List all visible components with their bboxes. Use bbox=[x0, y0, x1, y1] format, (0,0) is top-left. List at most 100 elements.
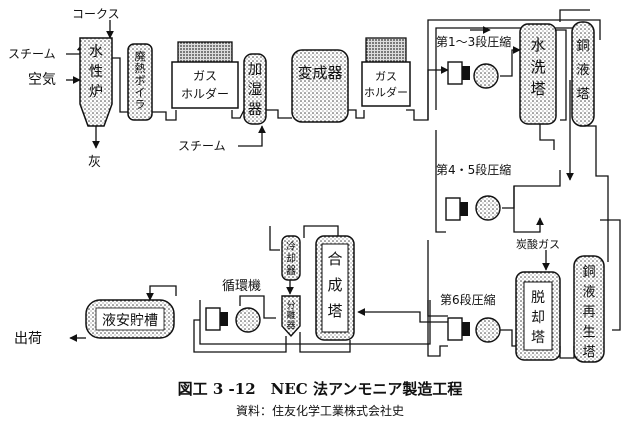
flow-holder-compressor bbox=[406, 66, 449, 121]
separator-to-circulator bbox=[239, 295, 276, 319]
furnace-char-3: 炉 bbox=[89, 84, 103, 100]
svg-text:分: 分 bbox=[286, 300, 295, 311]
svg-text:ボ: ボ bbox=[135, 74, 146, 87]
svg-text:洗: 洗 bbox=[530, 58, 545, 76]
ash-label: 灰 bbox=[88, 155, 101, 170]
svg-text:塔: 塔 bbox=[530, 80, 545, 98]
svg-text:塔: 塔 bbox=[327, 302, 342, 320]
svg-text:銅: 銅 bbox=[582, 265, 595, 280]
circulator-label: 循環機 bbox=[222, 279, 261, 294]
stage6-in-line bbox=[427, 240, 448, 357]
stage45-arrow bbox=[513, 186, 544, 233]
liquid-ammonia-storage: 液安貯槽 bbox=[85, 299, 175, 339]
svg-text:液: 液 bbox=[576, 63, 589, 78]
flow-boiler-holder bbox=[152, 110, 177, 121]
svg-text:廃: 廃 bbox=[135, 49, 146, 63]
recycle-line bbox=[199, 300, 431, 345]
copper-liquor-tower: 銅 液 塔 bbox=[571, 21, 595, 127]
svg-text:塔: 塔 bbox=[576, 87, 589, 102]
ammonia-process-diagram: コークス スチーム 空気 灰 スチーム 水 性 炉 廃 熱 ボ イ ラ ガス ホ… bbox=[8, 7, 621, 363]
top-return-line bbox=[559, 9, 590, 22]
svg-text:離: 離 bbox=[286, 309, 295, 321]
furnace-char-2: 性 bbox=[89, 64, 103, 80]
separator: 分 離 器 bbox=[281, 295, 301, 338]
svg-text:ガス: ガス bbox=[375, 70, 397, 83]
stripper-regen-link bbox=[559, 346, 575, 359]
top-loop-line bbox=[427, 19, 601, 120]
svg-text:冷: 冷 bbox=[286, 240, 296, 253]
svg-text:却: 却 bbox=[286, 253, 296, 265]
svg-text:イ: イ bbox=[135, 86, 146, 99]
compressor-stage-1-3: 第1～3段圧縮 bbox=[436, 34, 511, 89]
stage45-label: 第4・5段圧縮 bbox=[436, 162, 511, 177]
co2-label: 炭酸ガス bbox=[516, 237, 560, 251]
svg-text:加: 加 bbox=[248, 62, 262, 78]
compressor-stage-6: 第6段圧縮 bbox=[440, 292, 501, 343]
svg-text:液: 液 bbox=[582, 285, 595, 300]
washer-to-copper-line bbox=[556, 29, 567, 121]
svg-text:塔: 塔 bbox=[531, 330, 545, 346]
svg-text:銅: 銅 bbox=[576, 39, 589, 54]
to-synthesis-line bbox=[357, 308, 448, 323]
steam-to-humidifier bbox=[238, 125, 266, 147]
cooler: 冷 却 器 bbox=[281, 235, 301, 281]
humidifier: 加 湿 器 bbox=[243, 53, 267, 125]
circulator-loop-line bbox=[193, 319, 287, 353]
compressor-stage-4-5: 第4・5段圧縮 bbox=[436, 162, 511, 221]
svg-text:却: 却 bbox=[531, 310, 545, 326]
svg-text:合: 合 bbox=[327, 250, 342, 268]
svg-text:ホルダー: ホルダー bbox=[364, 85, 408, 99]
cooler-left-line bbox=[269, 226, 280, 251]
stage6-side-line bbox=[427, 300, 448, 317]
svg-text:器: 器 bbox=[248, 102, 262, 118]
shipment-label: 出荷 bbox=[14, 331, 42, 347]
stripper-tower: 脱 却 塔 bbox=[515, 271, 561, 361]
regen-return-line bbox=[600, 219, 621, 331]
svg-text:脱: 脱 bbox=[531, 290, 545, 306]
figure-caption: 図工 3 -12 NEC 法アンモニア製造工程 bbox=[177, 380, 463, 398]
svg-text:ラ: ラ bbox=[135, 98, 146, 111]
waste-heat-boiler: 廃 熱 ボ イ ラ bbox=[127, 43, 153, 121]
water-gas-furnace: 水 性 炉 bbox=[79, 37, 113, 127]
flow-converter-holder bbox=[348, 109, 365, 119]
water-wash-tower: 水 洗 塔 bbox=[519, 23, 557, 125]
svg-text:ホルダー: ホルダー bbox=[181, 86, 229, 101]
steam-label-top: スチーム bbox=[8, 47, 56, 61]
flow-humidifier-converter bbox=[266, 109, 292, 119]
stage1to3-label: 第1～3段圧縮 bbox=[436, 34, 511, 49]
synthesis-bottom-line bbox=[299, 332, 351, 353]
svg-text:再: 再 bbox=[582, 305, 595, 320]
flow-comp1-washer bbox=[500, 46, 521, 77]
coke-label: コークス bbox=[72, 7, 120, 21]
stage6-label: 第6段圧縮 bbox=[440, 292, 496, 307]
stage6-out-line bbox=[500, 329, 516, 347]
flow-holder-humidifier bbox=[231, 109, 245, 119]
to-storage-line bbox=[146, 285, 177, 301]
air-label: 空気 bbox=[28, 72, 56, 88]
synthesis-top-line bbox=[303, 225, 339, 238]
gas-holder-1: ガス ホルダー bbox=[171, 41, 239, 109]
svg-text:熱: 熱 bbox=[135, 62, 146, 75]
svg-text:水: 水 bbox=[530, 36, 545, 54]
stage45-left-line bbox=[435, 130, 446, 233]
circulator: 循環機 bbox=[205, 279, 261, 333]
svg-text:ガス: ガス bbox=[193, 69, 217, 83]
svg-text:器: 器 bbox=[286, 320, 295, 331]
svg-text:成: 成 bbox=[327, 276, 342, 294]
synthesis-tower: 合 成 塔 bbox=[315, 235, 355, 341]
figure-source: 資料：住友化学工業株式会社史 bbox=[235, 404, 404, 418]
svg-text:生: 生 bbox=[582, 325, 595, 340]
washer-bottom-line bbox=[539, 120, 555, 150]
svg-text:変成器: 変成器 bbox=[297, 64, 342, 82]
svg-text:湿: 湿 bbox=[248, 82, 262, 98]
svg-text:器: 器 bbox=[286, 265, 296, 277]
svg-text:塔: 塔 bbox=[582, 345, 595, 360]
converter: 変成器 bbox=[291, 49, 349, 123]
furnace-char-1: 水 bbox=[89, 44, 103, 60]
svg-text:液安貯槽: 液安貯槽 bbox=[102, 313, 158, 329]
copper-down-line bbox=[580, 125, 609, 262]
gas-holder-2: ガス ホルダー bbox=[361, 37, 411, 107]
steam-label-bottom: スチーム bbox=[178, 139, 226, 153]
copper-regeneration-tower: 銅 液 再 生 塔 bbox=[573, 255, 605, 363]
